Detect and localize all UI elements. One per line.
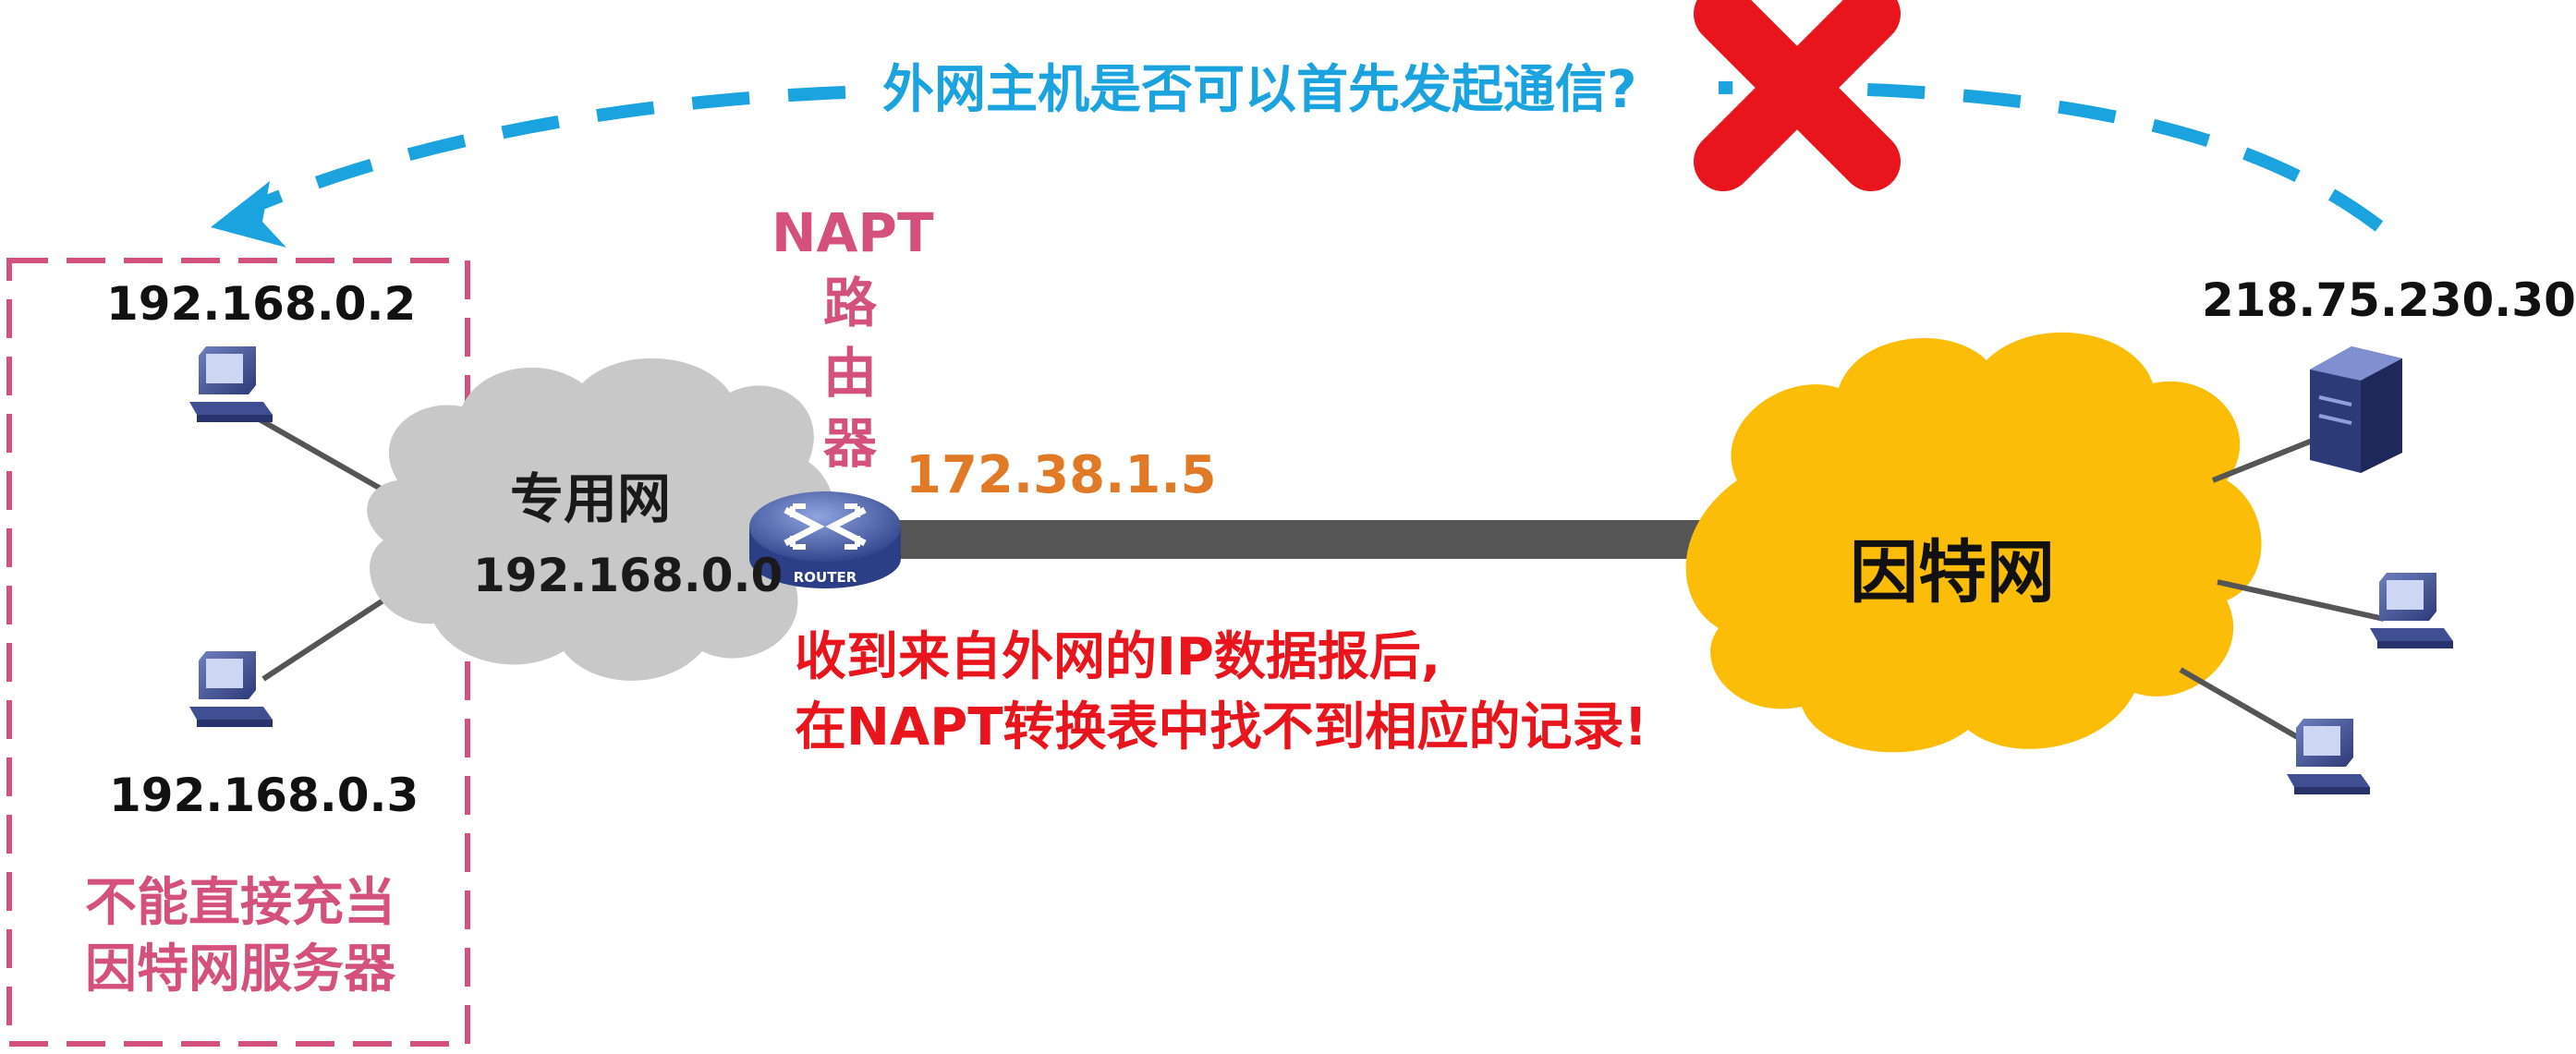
question-text: 外网主机是否可以首先发起通信?	[882, 60, 1637, 120]
router-label: NAPT 路 由 器	[772, 198, 934, 479]
server-icon	[2310, 346, 2402, 473]
link-host3	[2217, 579, 2385, 622]
question-arrow	[211, 80, 2384, 248]
note-text: 不能直接充当 因特网服务器	[65, 870, 416, 1003]
wan-link	[850, 520, 1802, 559]
host-ip-2: 192.168.0.3	[109, 769, 419, 822]
link-server	[2211, 431, 2330, 483]
server-ip: 218.75.230.30	[2202, 273, 2576, 327]
internet-label: 因特网	[1850, 533, 2055, 612]
arrow-arc-left	[237, 86, 846, 219]
note-line-2: 因特网服务器	[85, 939, 395, 999]
router-label-line: 路	[822, 272, 877, 334]
link-host2	[261, 588, 399, 682]
computer-icon	[189, 346, 273, 422]
private-cloud	[367, 357, 835, 681]
warning-text: 收到来自外网的IP数据报后, 在NAPT转换表中找不到相应的记录!	[795, 623, 1647, 763]
red-cross-icon	[1694, 0, 1901, 191]
host-ip-1: 192.168.0.2	[106, 277, 417, 331]
arrow-head	[211, 181, 286, 248]
computer-icon	[189, 651, 273, 727]
router-label-line: 由	[822, 342, 877, 405]
router-icon-text: ROUTER	[794, 569, 857, 586]
router-label-line: 器	[822, 412, 877, 475]
private-network-title: 专用网	[510, 467, 672, 530]
computer-icon	[2287, 719, 2370, 794]
note-line-1: 不能直接充当	[85, 873, 395, 933]
link-host4	[2179, 667, 2303, 742]
router-ip: 172.38.1.5	[905, 445, 1217, 505]
computer-icon	[2370, 573, 2453, 648]
private-zone-box	[6, 258, 470, 1047]
router-label-line: NAPT	[772, 201, 934, 264]
router-icon: ROUTER	[749, 491, 901, 588]
private-network-address: 192.168.0.0	[473, 549, 784, 602]
warning-line-1: 收到来自外网的IP数据报后,	[795, 627, 1441, 687]
internet-cloud	[1685, 332, 2262, 753]
warning-line-2: 在NAPT转换表中找不到相应的记录!	[795, 697, 1647, 757]
